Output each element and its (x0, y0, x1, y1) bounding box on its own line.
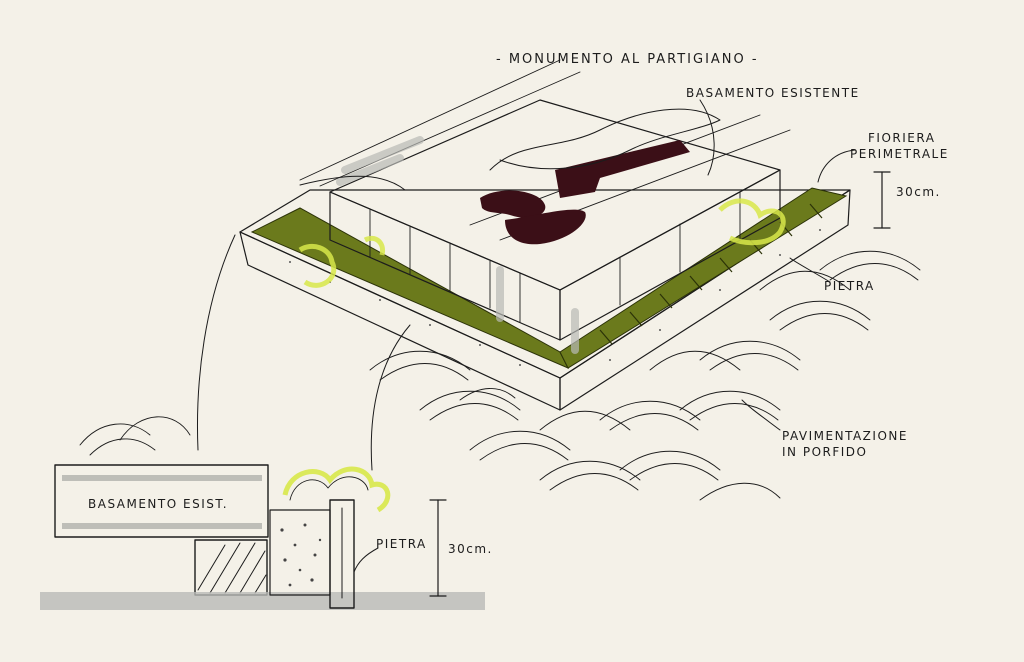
label-height-top: 30cm. (896, 185, 941, 199)
label-fioriera-2: PERIMETRALE (850, 147, 949, 161)
sculpture (480, 140, 690, 245)
outer-base-front-right (559, 189, 851, 411)
section-existing-base (54, 464, 269, 538)
outer-base-front-left (239, 231, 561, 411)
dimension-section (429, 499, 447, 597)
label-pavimentazione-2: IN PORFIDO (782, 445, 867, 459)
section-ground-shade (40, 592, 485, 610)
grey-shading (336, 136, 579, 354)
section-foundation (194, 539, 268, 596)
label-pietra-top: PIETRA (824, 279, 875, 293)
label-pavimentazione-1: PAVIMENTAZIONE (782, 429, 908, 443)
sculpture-scribble (489, 108, 721, 171)
existing-base-front-right (559, 169, 781, 341)
base-speckle (289, 229, 821, 366)
label-basamento-esistente: BASAMENTO ESISTENTE (686, 86, 860, 100)
planter-strip-right (559, 187, 848, 369)
section-foliage (282, 466, 391, 513)
label-basamento-esist: BASAMENTO ESIST. (88, 497, 228, 511)
sketch-title: - MONUMENTO AL PARTIGIANO - (496, 52, 759, 67)
dimension-top (873, 171, 891, 229)
section-base-hatch (62, 475, 262, 529)
label-fioriera-1: FIORIERA (868, 131, 935, 145)
porphyry-paving (369, 250, 921, 501)
label-pietra-section: PIETRA (376, 537, 427, 551)
pietra-leader (353, 547, 379, 573)
foundation-hatch (197, 542, 267, 594)
gravel (280, 523, 322, 587)
section-planter-soil (269, 509, 331, 596)
foliage-highlights (298, 198, 786, 288)
leader-lines (197, 99, 856, 471)
section-stone-post (329, 499, 355, 609)
section-foliage-ink (289, 476, 369, 501)
label-height-section: 30cm. (448, 542, 493, 556)
section-clouds (79, 416, 191, 456)
